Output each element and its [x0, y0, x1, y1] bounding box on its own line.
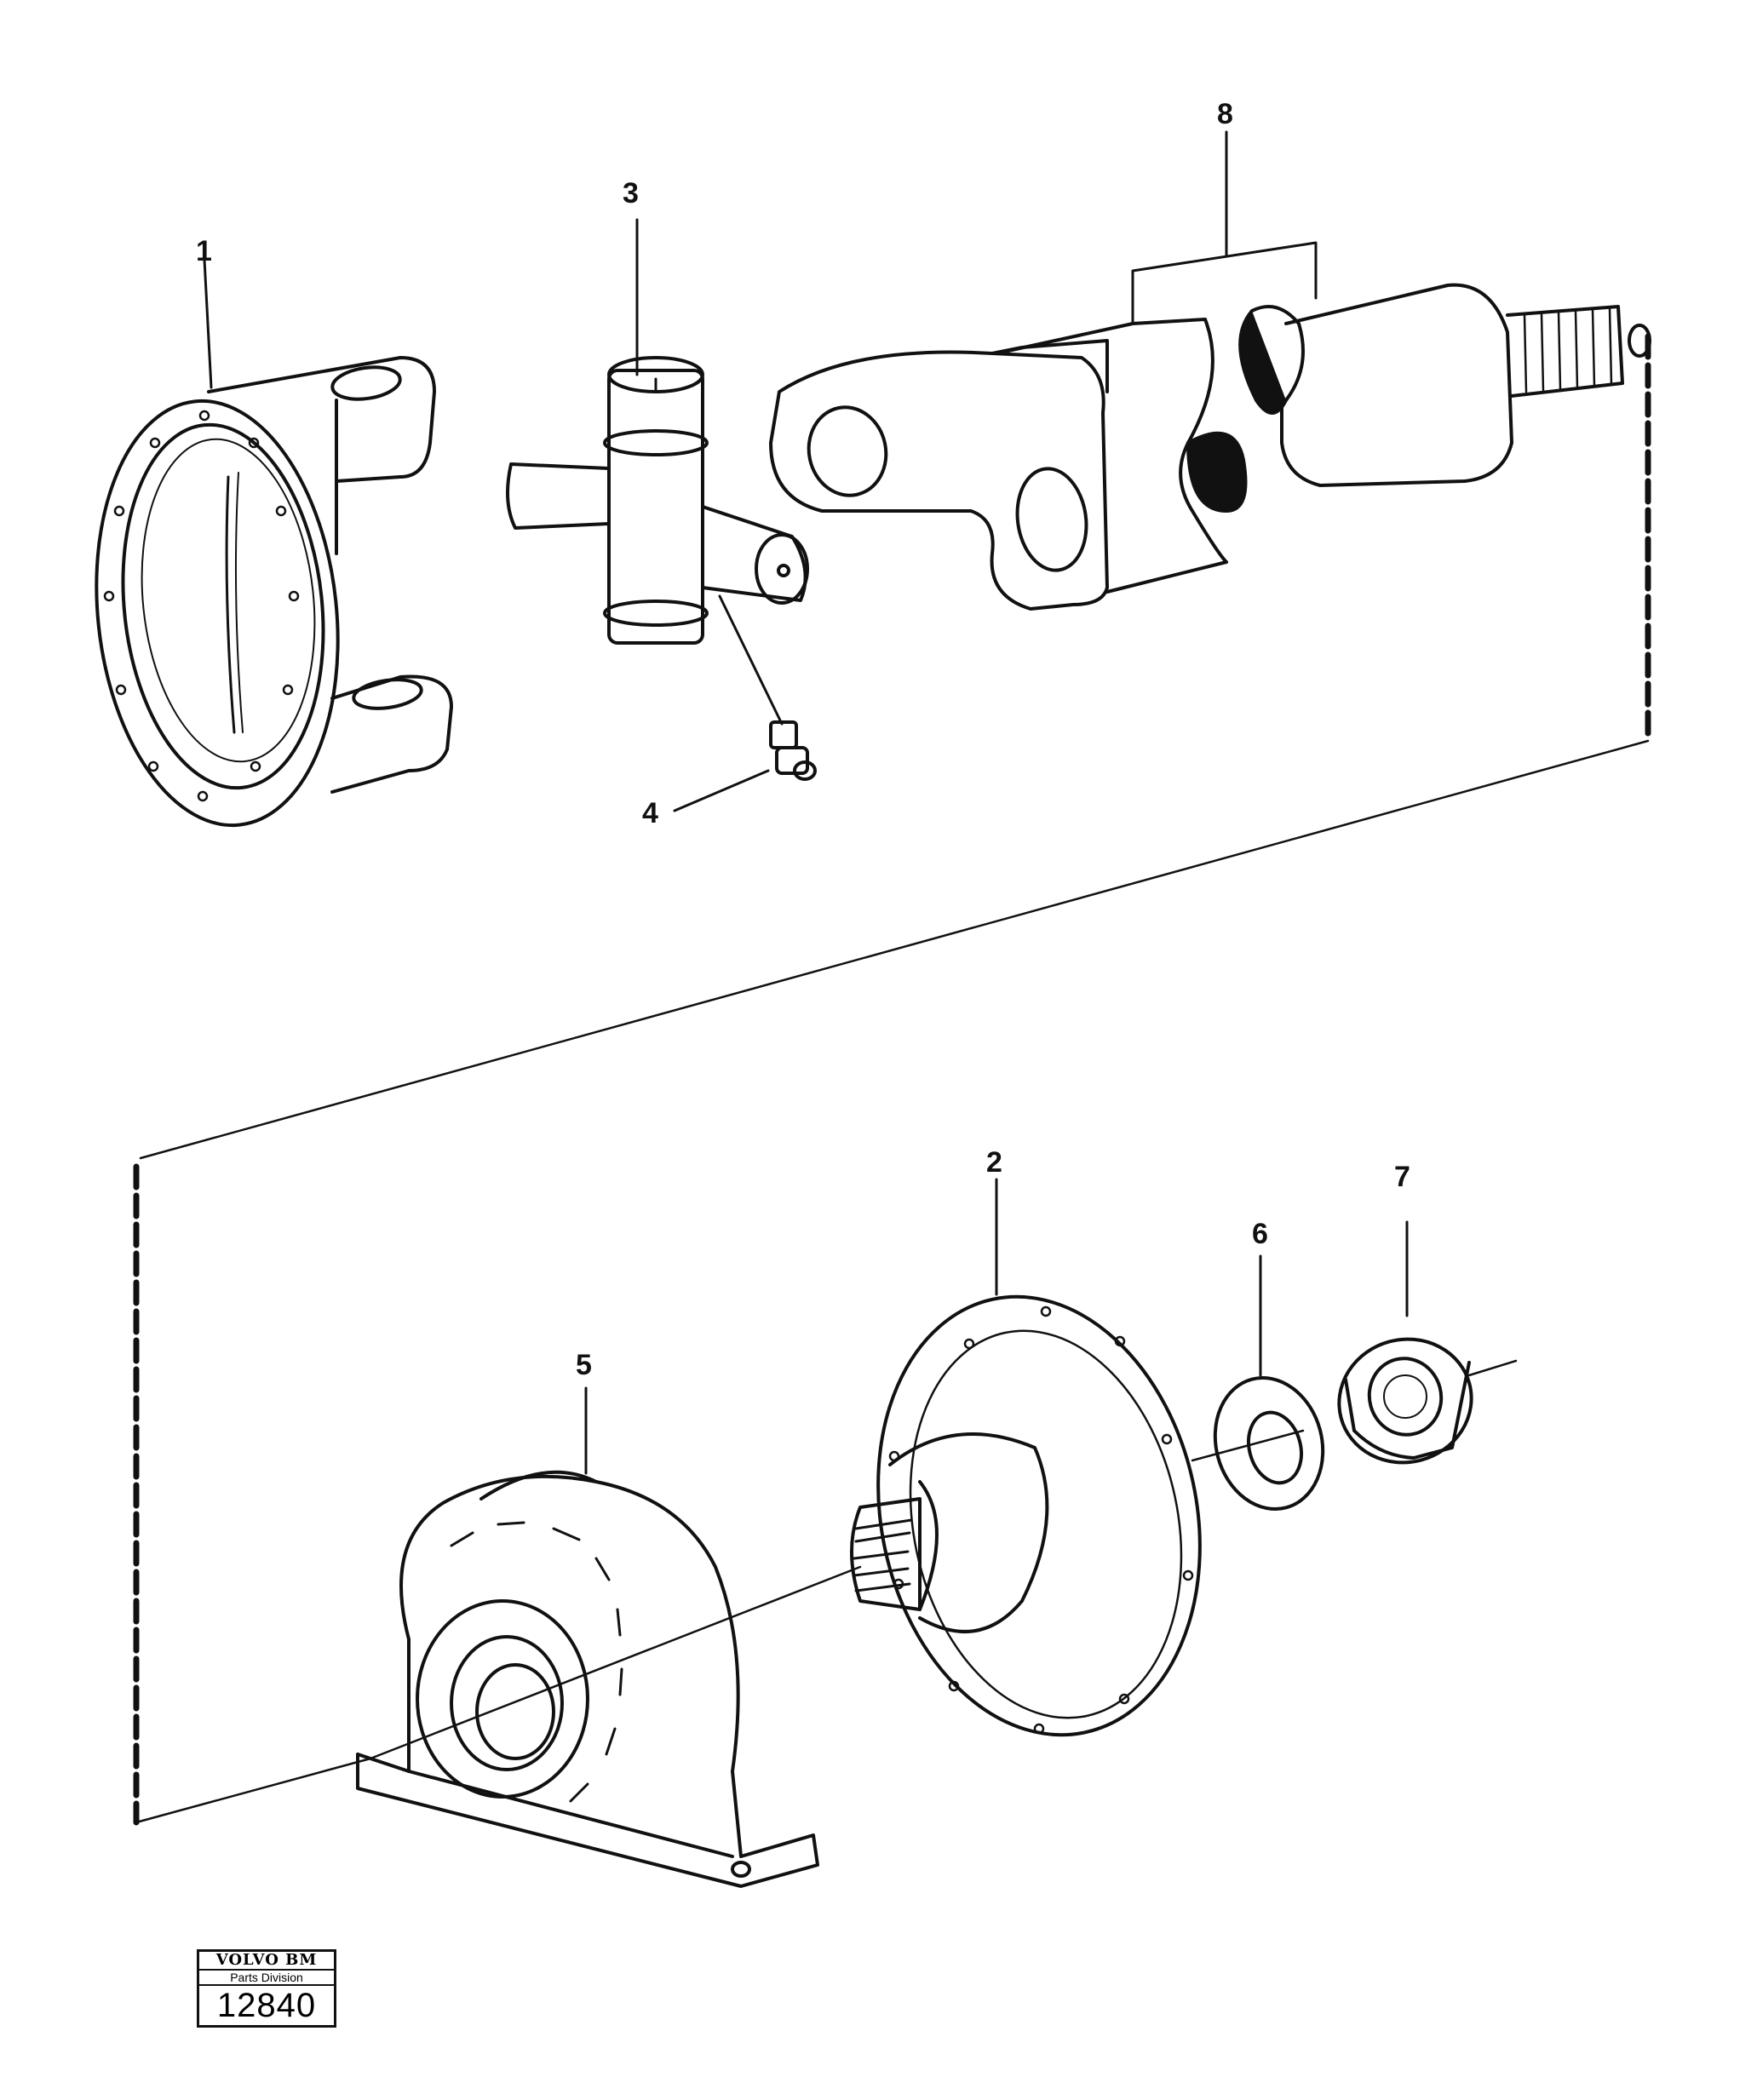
center-bearing-part-5 — [356, 1386, 862, 1888]
stamp-division: Parts Division — [199, 1971, 334, 1986]
flange-yoke-part-1 — [95, 258, 453, 828]
callout-6: 6 — [1252, 1218, 1268, 1250]
callout-4: 4 — [642, 797, 658, 829]
castle-nut-part-7 — [1337, 1220, 1518, 1465]
washer-part-6 — [1213, 1254, 1325, 1512]
stamp-number: 12840 — [216, 1987, 317, 2024]
companion-flange-part-2 — [850, 1178, 1305, 1737]
volvo-bm-stamp: VOLVO BM Parts Division 12840 — [197, 1949, 336, 2028]
propeller-shaft-part-8 — [769, 130, 1651, 611]
callout-7: 7 — [1394, 1161, 1410, 1193]
callout-2: 2 — [986, 1146, 1002, 1179]
spider-part-3 — [506, 218, 809, 645]
callout-3: 3 — [623, 177, 639, 209]
stamp-brand: VOLVO BM — [199, 1952, 334, 1971]
grease-nipple-part-4 — [673, 594, 817, 812]
assembly-dash-line — [133, 333, 1651, 1826]
callout-8: 8 — [1217, 98, 1233, 130]
callout-5: 5 — [576, 1349, 592, 1381]
callout-1: 1 — [196, 235, 212, 267]
